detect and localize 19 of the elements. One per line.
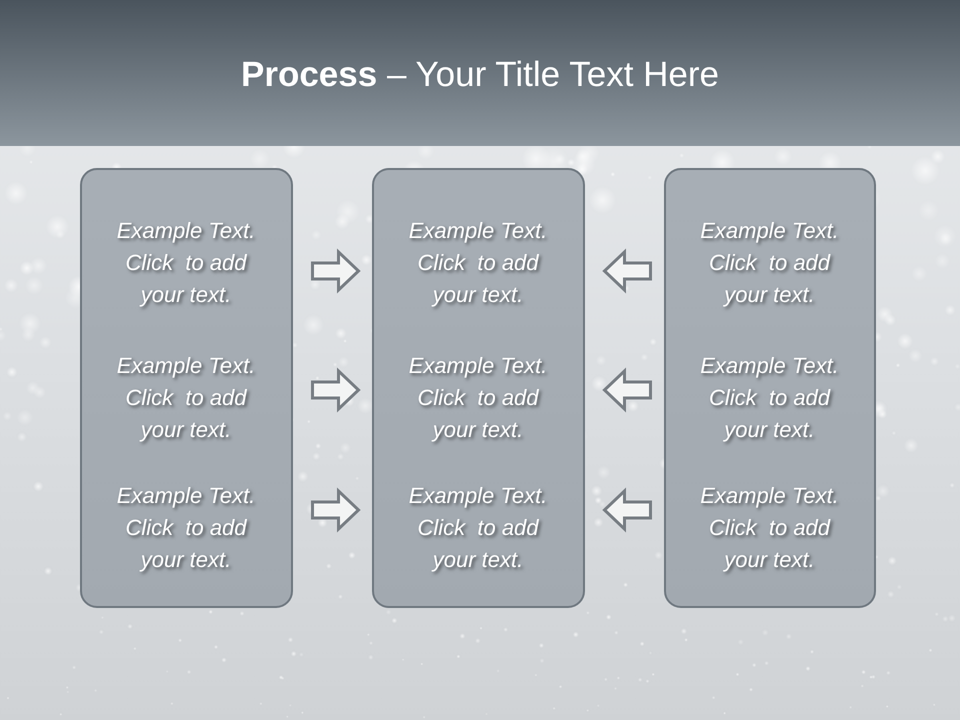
process-box xyxy=(80,168,293,608)
process-box xyxy=(372,168,585,608)
body-text: Example Text. Click to add your text. xyxy=(116,217,256,309)
body-text: Example Text. Click to add your text. xyxy=(408,352,548,444)
title: Process – Your Title Text Here xyxy=(241,54,719,96)
body-text: Example Text. Click to add your text. xyxy=(699,352,840,444)
body-text: Example Text. Click to add your text. xyxy=(408,217,548,309)
body-text: Example Text. Click to add your text. xyxy=(116,352,256,444)
body-text: Example Text. Click to add your text. xyxy=(699,217,840,309)
block-arrow xyxy=(602,368,652,412)
body-text: Example Text. Click to add your text. xyxy=(699,482,840,574)
block-arrow xyxy=(311,488,361,532)
process-box xyxy=(664,168,876,608)
block-arrow xyxy=(602,488,652,532)
block-arrow xyxy=(311,368,361,412)
body-text: Example Text. Click to add your text. xyxy=(408,482,548,574)
block-arrow xyxy=(311,248,361,294)
body-text: Example Text. Click to add your text. xyxy=(116,482,256,574)
block-arrow xyxy=(602,248,652,294)
